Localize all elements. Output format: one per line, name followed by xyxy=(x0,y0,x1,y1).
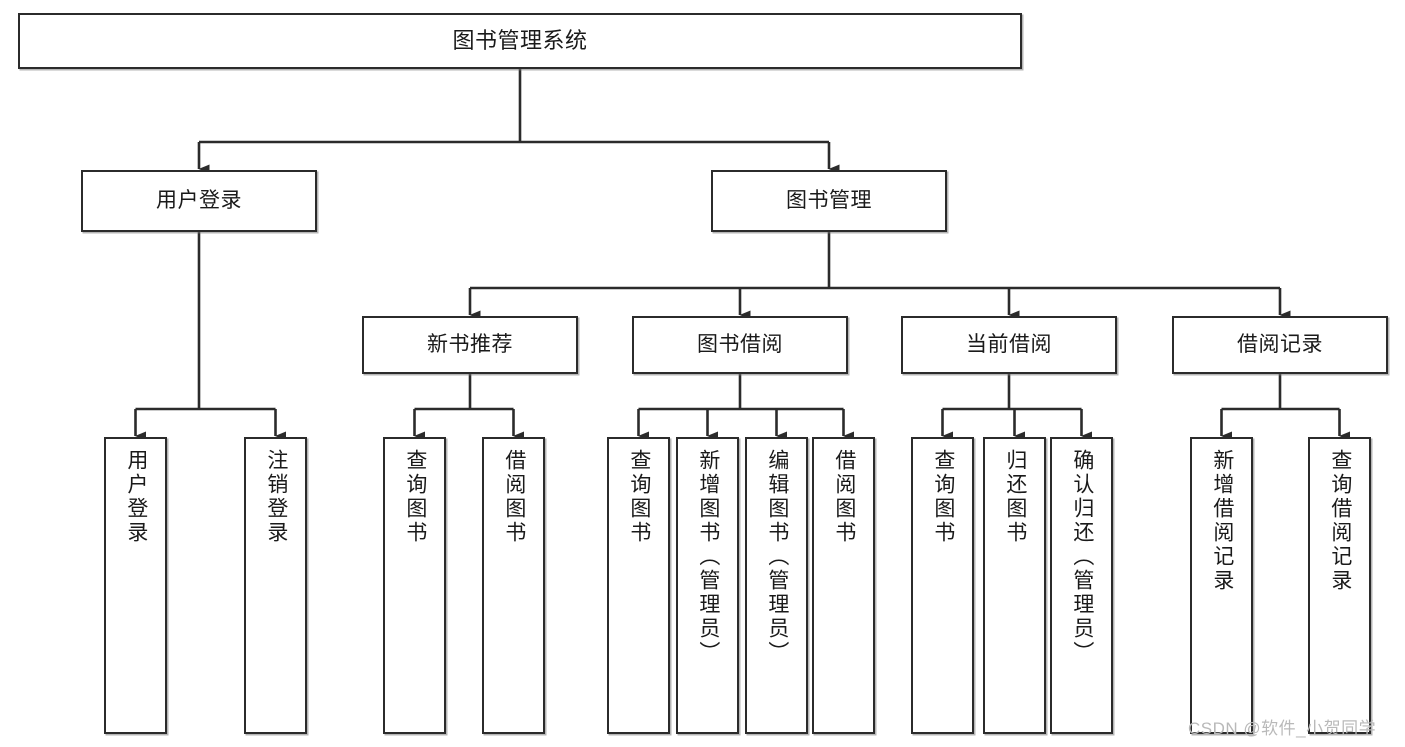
node-leaf-query-book-1[interactable]: 查询图书 xyxy=(383,437,446,734)
node-label: 查询图书 xyxy=(627,449,651,545)
node-label: 归还图书 xyxy=(1003,449,1027,545)
node-label: 当前借阅 xyxy=(966,332,1052,356)
node-leaf-edit-book[interactable]: 编辑图书（管理员） xyxy=(745,437,808,734)
node-current-borrow[interactable]: 当前借阅 xyxy=(901,316,1117,374)
node-label: 查询图书 xyxy=(403,449,427,545)
node-leaf-add-record[interactable]: 新增借阅记录 xyxy=(1190,437,1253,734)
node-leaf-add-book[interactable]: 新增图书（管理员） xyxy=(676,437,739,734)
node-label: 确认归还（管理员） xyxy=(1070,449,1094,665)
node-label: 借阅图书 xyxy=(502,449,526,545)
node-label: 图书借阅 xyxy=(697,332,783,356)
node-leaf-user-login[interactable]: 用户登录 xyxy=(104,437,167,734)
node-leaf-query-book-2[interactable]: 查询图书 xyxy=(607,437,670,734)
node-borrow-record[interactable]: 借阅记录 xyxy=(1172,316,1388,374)
node-label: 新增借阅记录 xyxy=(1210,449,1234,593)
node-book-borrow[interactable]: 图书借阅 xyxy=(632,316,848,374)
node-label: 借阅记录 xyxy=(1237,332,1323,356)
node-leaf-query-book-3[interactable]: 查询图书 xyxy=(911,437,974,734)
node-label: 查询借阅记录 xyxy=(1328,449,1352,593)
node-label: 编辑图书（管理员） xyxy=(765,449,789,665)
node-leaf-confirm-return[interactable]: 确认归还（管理员） xyxy=(1050,437,1113,734)
node-root[interactable]: 图书管理系统 xyxy=(18,13,1022,69)
node-new-book-rec[interactable]: 新书推荐 xyxy=(362,316,578,374)
node-label: 借阅图书 xyxy=(832,449,856,545)
node-label: 用户登录 xyxy=(156,188,242,212)
node-user-login[interactable]: 用户登录 xyxy=(81,170,317,232)
node-label: 图书管理 xyxy=(786,188,872,212)
node-label: 查询图书 xyxy=(931,449,955,545)
node-label: 新书推荐 xyxy=(427,332,513,356)
node-label: 新增图书（管理员） xyxy=(696,449,720,665)
node-leaf-borrow-book-1[interactable]: 借阅图书 xyxy=(482,437,545,734)
node-label: 注销登录 xyxy=(264,449,288,545)
node-leaf-logout[interactable]: 注销登录 xyxy=(244,437,307,734)
node-leaf-return-book[interactable]: 归还图书 xyxy=(983,437,1046,734)
node-label: 图书管理系统 xyxy=(452,28,588,54)
node-label: 用户登录 xyxy=(124,449,148,545)
node-leaf-borrow-book-2[interactable]: 借阅图书 xyxy=(812,437,875,734)
node-leaf-query-record[interactable]: 查询借阅记录 xyxy=(1308,437,1371,734)
node-book-manage[interactable]: 图书管理 xyxy=(711,170,947,232)
